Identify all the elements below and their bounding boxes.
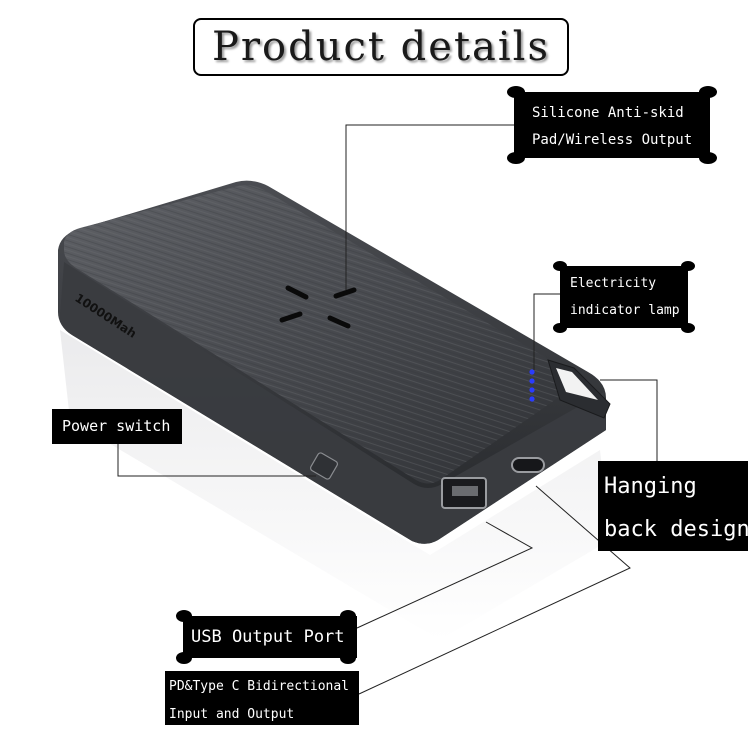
callout-electric-line-1: Electricity [570, 276, 657, 291]
title-box: Product details [193, 18, 569, 76]
callout-power-switch: Power switch [52, 409, 182, 444]
device-reflection [60, 330, 610, 640]
wireless-charging-icon [279, 285, 357, 329]
callout-silicone-line-1: Silicone Anti-skid [532, 105, 684, 121]
callout-silicone-pad: Silicone Anti-skid Pad/Wireless Output [514, 92, 710, 158]
callout-silicone-line-2: Pad/Wireless Output [532, 132, 693, 148]
callout-electric-line-2: indicator lamp [570, 303, 680, 318]
callout-hanging-line-2: back design [604, 517, 750, 542]
callout-usb-output: USB Output Port [183, 616, 357, 658]
indicator-leds [529, 369, 535, 402]
callout-pd-line-1: PD&Type C Bidirectional [169, 679, 350, 694]
brushed-texture [64, 185, 577, 484]
callout-pd-type-c: PD&Type C Bidirectional Input and Output [165, 671, 359, 725]
device-front-face [60, 262, 606, 544]
power-switch [309, 452, 339, 480]
usb-port-tongue [452, 486, 478, 496]
type-c-port [511, 457, 545, 473]
page-title: Product details [212, 24, 550, 70]
callout-hanging-back: Hanging back design [598, 461, 750, 551]
callout-pd-line-2: Input and Output [169, 707, 295, 722]
callout-indicator-lamp: Electricity indicator lamp [560, 266, 688, 328]
hanging-slot-opening [556, 368, 598, 400]
callout-hanging-line-1: Hanging [604, 474, 697, 499]
leader-lines [117, 124, 658, 695]
